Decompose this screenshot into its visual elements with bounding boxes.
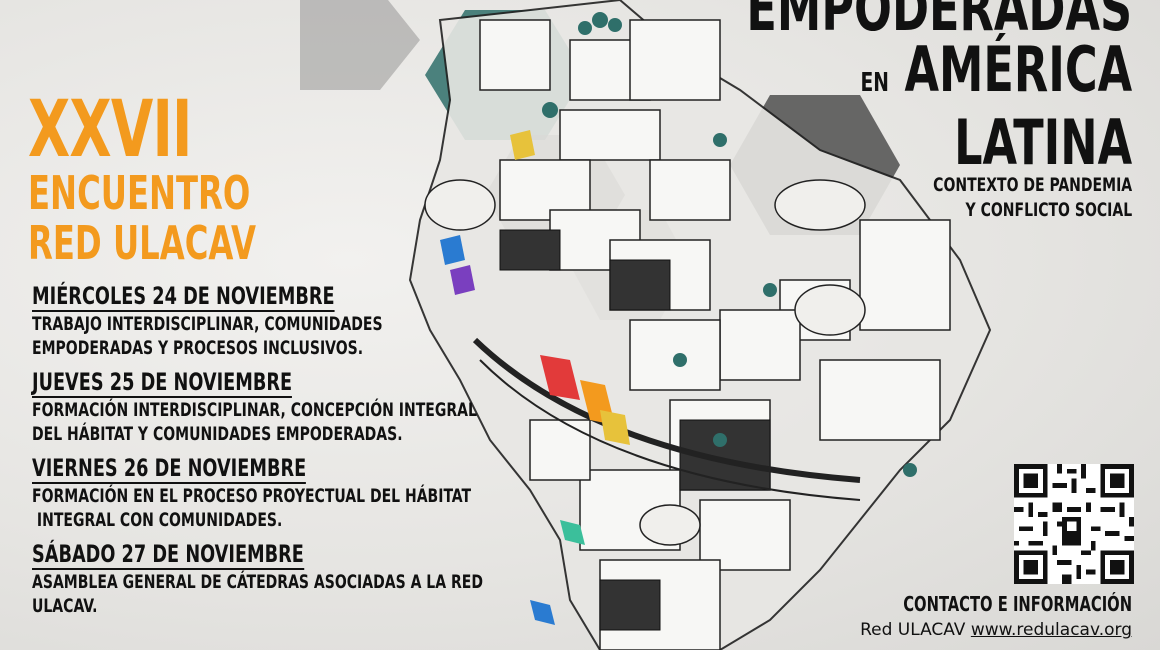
day-heading: VIERNES 26 DE NOVIEMBRE: [32, 454, 307, 484]
contact-block: CONTACTO E INFORMACIÓN Red ULACAV www.re…: [853, 592, 1132, 640]
day-description-line: TRABAJO INTERDISCIPLINAR, COMUNIDADES: [32, 313, 383, 335]
schedule-day: JUEVES 25 DE NOVIEMBRE FORMACIÓN INTERDI…: [32, 368, 552, 446]
day-heading: MIÉRCOLES 24 DE NOVIEMBRE: [32, 282, 335, 312]
headline-subtitle2: Y CONFLICTO SOCIAL: [965, 199, 1132, 221]
event-title-line2: RED ULACAV: [28, 216, 256, 270]
day-heading: SÁBADO 27 DE NOVIEMBRE: [32, 540, 304, 570]
day-description-line: EMPODERADAS Y PROCESOS INCLUSIVOS.: [32, 337, 364, 359]
headline-america: EN AMÉRICA: [746, 39, 1132, 113]
headline-subtitle1: CONTEXTO DE PANDEMIA: [933, 174, 1132, 196]
south-america-map-illustration: [300, 0, 992, 650]
schedule-day: SÁBADO 27 DE NOVIEMBRE ASAMBLEA GENERAL …: [32, 540, 552, 618]
event-title: XXVII ENCUENTRO RED ULACAV: [28, 85, 320, 270]
day-description-line: INTEGRAL CON COMUNIDADES.: [32, 509, 283, 531]
headline-word1: EMPODERADAS: [746, 0, 1132, 45]
headline-word3: LATINA: [953, 106, 1132, 179]
headline-prep: EN: [860, 68, 889, 98]
day-description-line: FORMACIÓN EN EL PROCESO PROYECTUAL DEL H…: [32, 485, 472, 507]
qr-code-icon[interactable]: [1014, 464, 1134, 584]
contact-line: Red ULACAV www.redulacav.org: [853, 620, 1132, 640]
day-description-line: FORMACIÓN INTERDISCIPLINAR, CONCEPCIÓN I…: [32, 399, 477, 421]
headline: EMPODERADAS EN AMÉRICA LATINA CONTEXTO D…: [650, 0, 1132, 223]
schedule-day: MIÉRCOLES 24 DE NOVIEMBRE TRABAJO INTERD…: [32, 282, 552, 360]
event-title-line1: ENCUENTRO: [28, 166, 251, 220]
contact-website-link[interactable]: www.redulacav.org: [970, 620, 1132, 640]
event-edition: XXVII: [28, 85, 192, 175]
contact-title: CONTACTO E INFORMACIÓN: [903, 592, 1132, 616]
schedule: MIÉRCOLES 24 DE NOVIEMBRE TRABAJO INTERD…: [32, 282, 552, 626]
contact-org: Red ULACAV: [860, 620, 966, 640]
day-description-line: ASAMBLEA GENERAL DE CÁTEDRAS ASOCIADAS A…: [32, 571, 483, 593]
schedule-day: VIERNES 26 DE NOVIEMBRE FORMACIÓN EN EL …: [32, 454, 552, 532]
day-description-line: ULACAV.: [32, 595, 98, 617]
headline-word2: AMÉRICA: [904, 33, 1132, 106]
day-description-line: DEL HÁBITAT Y COMUNIDADES EMPODERADAS.: [32, 423, 403, 445]
day-heading: JUEVES 25 DE NOVIEMBRE: [32, 368, 293, 398]
